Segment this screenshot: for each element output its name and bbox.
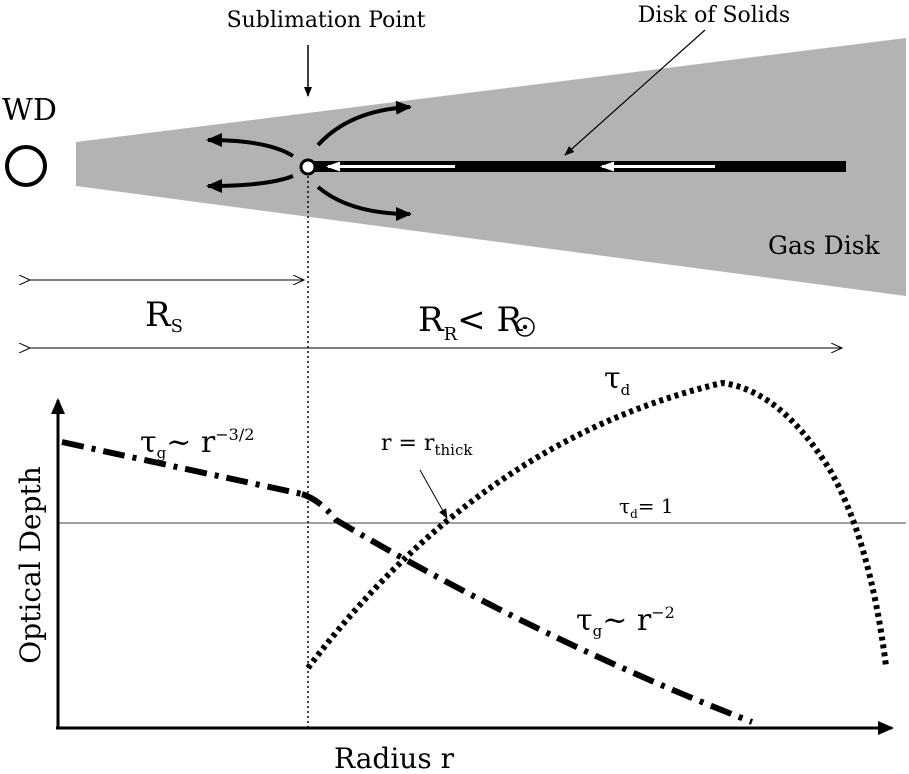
tau-g-inner-label: τg~ r−3/2 bbox=[140, 425, 254, 462]
outflow-arrow-upper-left bbox=[206, 133, 295, 158]
sublimation-point-marker bbox=[299, 158, 317, 176]
tau-d-curve bbox=[305, 379, 889, 670]
white-dwarf-icon bbox=[5, 145, 47, 187]
sublimation-point-label: Sublimation Point bbox=[227, 8, 426, 33]
wd-label: WD bbox=[2, 93, 57, 128]
rs-label: RS bbox=[145, 295, 183, 337]
outflow-arrow-lower-right bbox=[316, 185, 412, 221]
gas-disk-label: Gas Disk bbox=[768, 231, 881, 260]
outflow-arrow-lower-left bbox=[206, 174, 294, 193]
tau-g-outer-label: τg~ r−2 bbox=[576, 603, 675, 640]
rr-label: RR< R bbox=[418, 300, 523, 345]
tau-g-inner-curve bbox=[61, 439, 303, 497]
disk-of-solids bbox=[312, 161, 846, 172]
tau-d-unity-label: τd= 1 bbox=[619, 494, 674, 521]
y-axis-label: Optical Depth bbox=[14, 466, 47, 664]
sun-symbol-icon bbox=[515, 317, 535, 337]
disk-of-solids-label: Disk of Solids bbox=[638, 3, 790, 28]
x-axis-label: Radius r bbox=[334, 742, 455, 774]
outflow-arrow-upper-right bbox=[316, 100, 412, 147]
tau-g-outer-curve bbox=[300, 491, 754, 725]
r-thick-pointer-arrow bbox=[419, 469, 448, 519]
disk-of-solids-pointer-arrow bbox=[564, 29, 706, 156]
r-thick-label: r = rthick bbox=[381, 431, 473, 459]
tau-d-label: τd bbox=[604, 361, 631, 399]
